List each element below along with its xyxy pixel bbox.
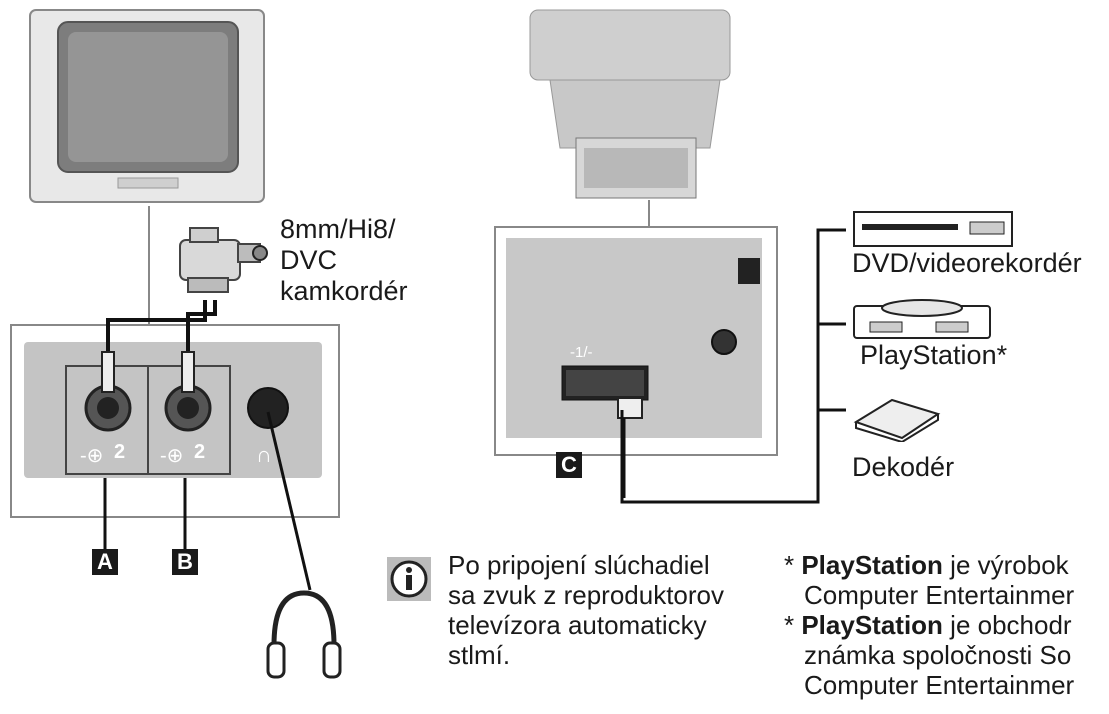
info-icon: [387, 557, 431, 601]
playstation-icon: [853, 299, 991, 339]
jack-in1-number: 2: [114, 441, 126, 463]
label-a: A: [92, 549, 118, 575]
svg-text:∩: ∩: [256, 442, 272, 467]
svg-text:-⊕: -⊕: [160, 445, 183, 467]
tv-front-icon: [29, 9, 265, 203]
svg-text:-⊕: -⊕: [80, 445, 103, 467]
label-b: B: [172, 549, 198, 575]
footnote-1: * PlayStation je výrobok: [784, 550, 1069, 580]
footnotes: * PlayStation je výrobok Computer Entert…: [784, 550, 1109, 700]
info-note: Po pripojení slúchadiel sa zvuk z reprod…: [448, 550, 725, 670]
camcorder-label: 8mm/Hi8/ DVC kamkordér: [280, 214, 408, 306]
dvd-label: DVD/videorekordér: [852, 248, 1082, 278]
dvd-recorder-icon: [853, 211, 1013, 247]
jack-in2-number: 2: [194, 441, 206, 463]
camcorder-icon: [179, 227, 268, 293]
decoder-icon: [853, 398, 941, 442]
headphones-icon: [266, 590, 342, 679]
scart-label: -1/-: [570, 344, 593, 361]
decoder-label: Dekodér: [852, 452, 955, 482]
footnote-2: * PlayStation je obchodr: [784, 610, 1072, 640]
tv-back-icon: [529, 9, 731, 199]
playstation-label: PlayStation*: [860, 340, 1008, 370]
label-c: C: [556, 452, 582, 478]
